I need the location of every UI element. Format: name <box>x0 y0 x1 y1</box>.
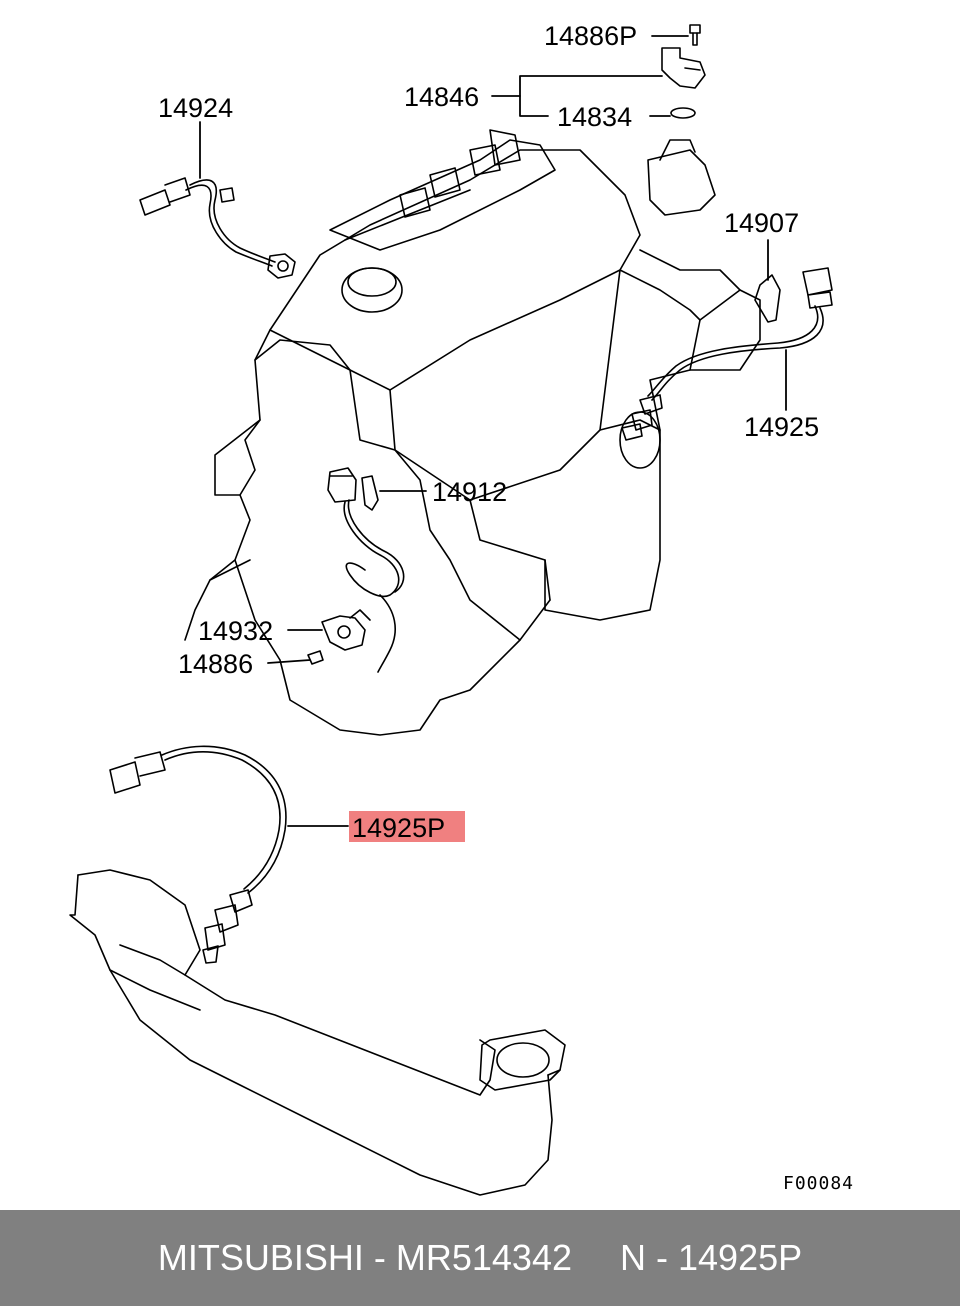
label-14925P: 14925P <box>352 813 445 843</box>
label-14886P: 14886P <box>544 21 637 51</box>
label-14886: 14886 <box>178 649 253 679</box>
sensor-14912-drawing <box>327 467 405 673</box>
figure-code: F00084 <box>783 1173 854 1194</box>
sensor-14846-drawing <box>661 24 706 119</box>
label-14925: 14925 <box>744 412 819 442</box>
sensor-14925-drawing <box>621 267 833 441</box>
label-14907: 14907 <box>724 208 799 238</box>
sensor-14932-drawing <box>307 609 371 665</box>
leader-lines <box>199 35 787 827</box>
engine-block-drawing <box>184 129 761 736</box>
caption-bar: MITSUBISHI - MR514342 N - 14925P <box>0 1210 960 1306</box>
caption-part-number: MR514342 <box>395 1237 572 1278</box>
parts-diagram: 14886P 14846 14834 14924 14907 14925 149… <box>69 21 854 1196</box>
caption-ref-prefix: N - <box>620 1237 678 1278</box>
label-14834: 14834 <box>557 102 632 132</box>
caption-separator: - <box>363 1237 396 1278</box>
label-14846: 14846 <box>404 82 479 112</box>
exhaust-pipe-drawing <box>69 869 566 1196</box>
highlight-box <box>349 811 465 842</box>
oxygen-sensor-14925P-drawing <box>109 745 287 964</box>
caption-brand: MITSUBISHI <box>157 1237 364 1278</box>
caption-ref: 14925P <box>678 1237 803 1278</box>
label-14924: 14924 <box>158 93 233 123</box>
label-14932: 14932 <box>198 616 273 646</box>
label-14912: 14912 <box>432 477 507 507</box>
sensor-14924-drawing <box>139 177 296 279</box>
